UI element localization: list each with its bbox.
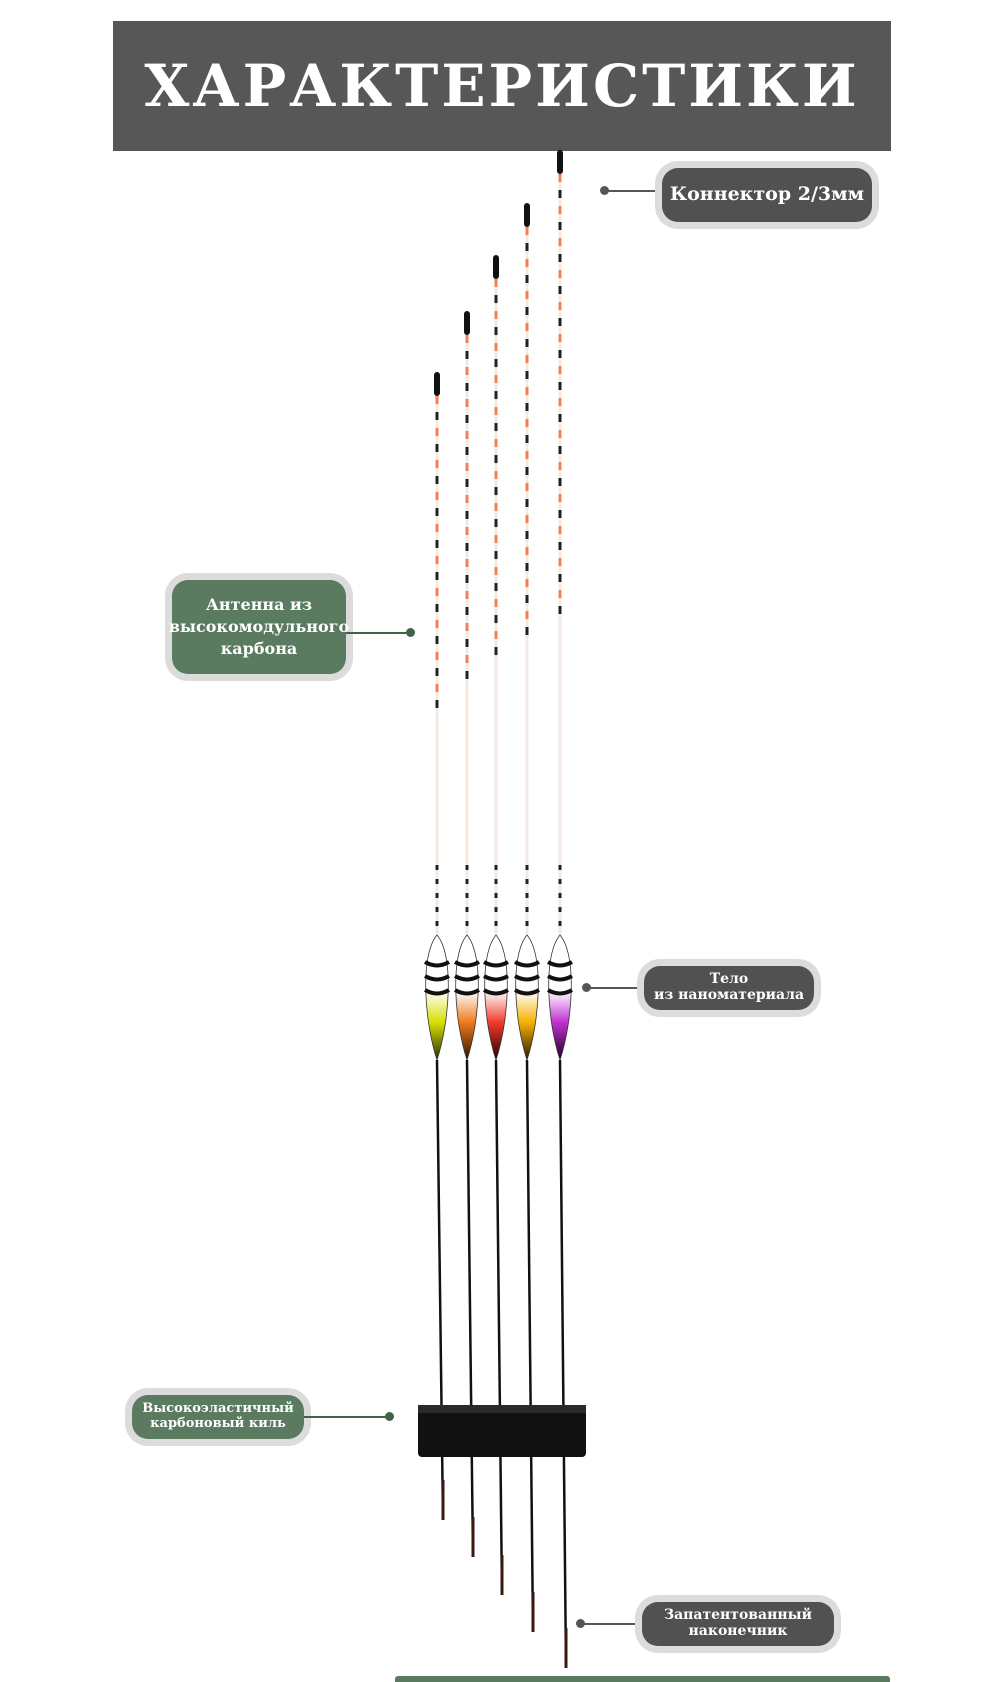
body-leader-dot <box>582 983 591 992</box>
body-stripe <box>453 988 481 996</box>
body-stripe <box>423 988 451 996</box>
connector-leader-line <box>608 190 660 192</box>
body-stripe <box>546 960 574 968</box>
antenna-tip-cap <box>434 372 440 396</box>
antenna-tip-cap <box>464 311 470 335</box>
antenna-tip-cap <box>524 203 530 227</box>
float-body <box>425 934 449 1062</box>
tip-label-line1: Запатентованный <box>663 1607 813 1624</box>
connector-leader-dot <box>600 186 609 195</box>
body-leader-line <box>590 987 642 989</box>
antenna-tip-cap <box>557 150 563 174</box>
antenna-leader-dot <box>406 628 415 637</box>
page-title: ХАРАКТЕРИСТИКИ <box>144 52 860 120</box>
antenna-leader-line <box>346 632 406 634</box>
body-callout: Тело из наноматериала <box>644 966 814 1010</box>
keel-callout: Высокоэластичный карбоновый киль <box>132 1395 304 1439</box>
keel-label-line1: Высокоэластичный <box>142 1401 294 1417</box>
body-stripe <box>423 974 451 982</box>
body-stripe <box>482 988 510 996</box>
float-holder <box>418 1405 586 1457</box>
title-banner: ХАРАКТЕРИСТИКИ <box>113 21 891 151</box>
float-body <box>548 934 572 1062</box>
antenna-label-line1: Антенна из <box>205 595 313 615</box>
tip-callout: Запатентованный наконечник <box>642 1602 834 1646</box>
body-label-line2: из наноматериала <box>653 987 805 1003</box>
carbon-keel <box>525 1059 535 1633</box>
antenna-label-line2: высокомодульного <box>168 617 350 637</box>
body-stripe <box>546 974 574 982</box>
float-3 <box>482 255 510 1596</box>
carbon-keel <box>465 1059 475 1558</box>
body-stripe <box>453 960 481 968</box>
keel-leader-dot <box>385 1412 394 1421</box>
body-stripe <box>513 960 541 968</box>
keel-label-line2: карбоновый киль <box>150 1416 286 1431</box>
float-body <box>515 934 539 1062</box>
float-body <box>455 934 479 1062</box>
body-stripe <box>482 960 510 968</box>
carbon-keel <box>494 1059 504 1596</box>
antenna-label-line3: карбона <box>220 638 298 658</box>
float-2 <box>453 311 481 1558</box>
tip-leader-line <box>584 1623 640 1625</box>
carbon-keel <box>558 1059 568 1669</box>
float-body <box>484 934 508 1062</box>
antenna-callout: Антенна из высокомодульного карбона <box>168 580 350 674</box>
antenna-tip-cap <box>493 255 499 279</box>
body-stripe <box>546 988 574 996</box>
body-stripe <box>453 974 481 982</box>
float-5 <box>546 150 574 1669</box>
tip-label-line2: наконечник <box>688 1623 788 1639</box>
body-stripe <box>513 974 541 982</box>
bottom-accent-strip <box>395 1676 890 1682</box>
connector-label: Коннектор 2/3мм <box>669 183 865 206</box>
body-stripe <box>423 960 451 968</box>
connector-callout: Коннектор 2/3мм <box>662 168 872 222</box>
body-stripe <box>482 974 510 982</box>
body-stripe <box>513 988 541 996</box>
body-label-line1: Тело <box>709 971 749 988</box>
tip-leader-dot <box>576 1619 585 1628</box>
float-1 <box>423 372 451 1521</box>
keel-leader-line <box>304 1416 386 1418</box>
float-4 <box>513 203 541 1633</box>
float-holder-top <box>418 1405 586 1413</box>
